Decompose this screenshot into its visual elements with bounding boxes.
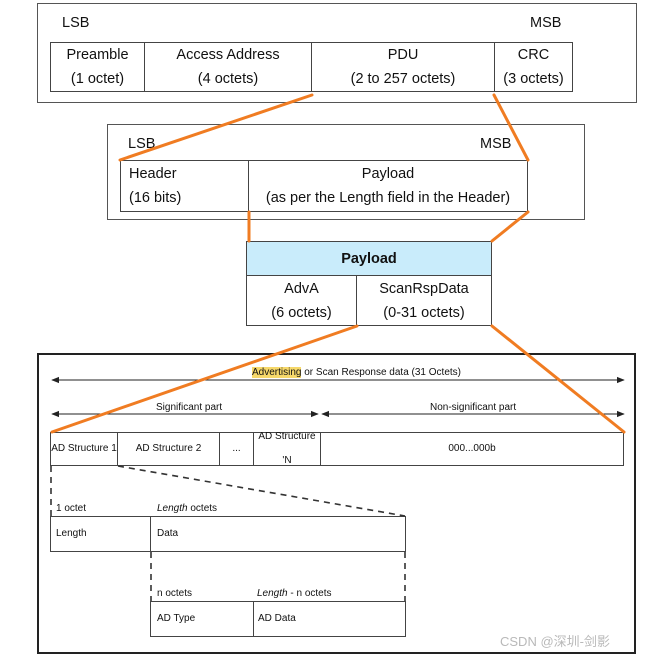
ad-type-cell: AD Type xyxy=(150,601,254,637)
pdu-msb-label: MSB xyxy=(480,136,512,152)
ad-structure-1: AD Structure 1 xyxy=(50,432,118,466)
header-field: Header (16 bits) xyxy=(120,160,249,212)
advertising-data-label: Advertising or Scan Response data (31 Oc… xyxy=(252,367,461,378)
dashed-expand-right xyxy=(117,465,406,517)
adva-size: (6 octets) xyxy=(271,304,332,321)
packet-lsb-label: LSB xyxy=(62,15,90,31)
significant-part-label: Significant part xyxy=(156,402,223,413)
advertising-rest: or Scan Response data (31 Octets) xyxy=(301,367,461,378)
packet-msb-label: MSB xyxy=(530,15,562,31)
pdu-size: (2 to 257 octets) xyxy=(350,71,456,87)
length-minus-italic: Length xyxy=(257,588,288,599)
pdu-to-msb-connector xyxy=(492,93,530,162)
pdu-payload-field: Payload (as per the Length field in the … xyxy=(248,160,528,212)
data-octets-italic: Length xyxy=(157,503,188,514)
pdu-payload-size: (as per the Length field in the Header) xyxy=(265,190,511,206)
crc-size: (3 octets) xyxy=(503,71,564,87)
crc-name: CRC xyxy=(517,47,550,63)
access-address-name: Access Address xyxy=(176,47,280,63)
access-address-field: Access Address (4 octets) xyxy=(144,42,312,92)
non-significant-part-label: Non-significant part xyxy=(430,402,517,413)
length-minus-rest: - n octets xyxy=(287,588,332,599)
scanrspdata-name: ScanRspData xyxy=(379,280,469,297)
header-name: Header xyxy=(129,166,177,182)
header-size: (16 bits) xyxy=(129,190,182,206)
preamble-name: Preamble xyxy=(66,47,129,63)
ad-structure-2: AD Structure 2 xyxy=(117,432,220,466)
data-octets-label: Length octets xyxy=(157,503,217,514)
length-cell: Length xyxy=(50,516,151,552)
pdu-name: PDU xyxy=(387,47,419,63)
access-address-size: (4 octets) xyxy=(197,71,259,87)
payload-right-connector xyxy=(490,210,530,243)
length-octets-label: 1 octet xyxy=(56,503,87,514)
adva-field: AdvA (6 octets) xyxy=(246,275,357,326)
payload-header: Payload xyxy=(246,241,492,276)
length-minus-n-label: Length - n octets xyxy=(257,588,332,599)
n-octets-label: n octets xyxy=(157,588,193,599)
pdu-field: PDU (2 to 257 octets) xyxy=(311,42,495,92)
scanrspdata-size: (0-31 octets) xyxy=(383,304,465,321)
scanrsp-left-connector xyxy=(50,324,359,434)
ad-structure-n: AD Structure 'N xyxy=(253,431,321,466)
crc-field: CRC (3 octets) xyxy=(494,42,573,92)
data-octets-rest: octets xyxy=(187,503,218,514)
non-significant-zeros: 000...000b xyxy=(320,432,624,466)
preamble-size: (1 octet) xyxy=(70,71,125,87)
pdu-to-header-connector xyxy=(118,93,314,162)
pdu-payload-name: Payload xyxy=(361,166,415,182)
pdu-lsb-label: LSB xyxy=(128,136,156,152)
watermark: CSDN @深圳-剑影 xyxy=(500,634,610,649)
ad-data-cell: AD Data xyxy=(253,601,406,637)
scanrspdata-field: ScanRspData (0-31 octets) xyxy=(356,275,492,326)
advertising-highlight: Advertising xyxy=(252,367,302,378)
data-cell: Data xyxy=(150,516,406,552)
adva-name: AdvA xyxy=(284,280,319,297)
scanrsp-right-connector xyxy=(490,324,626,434)
